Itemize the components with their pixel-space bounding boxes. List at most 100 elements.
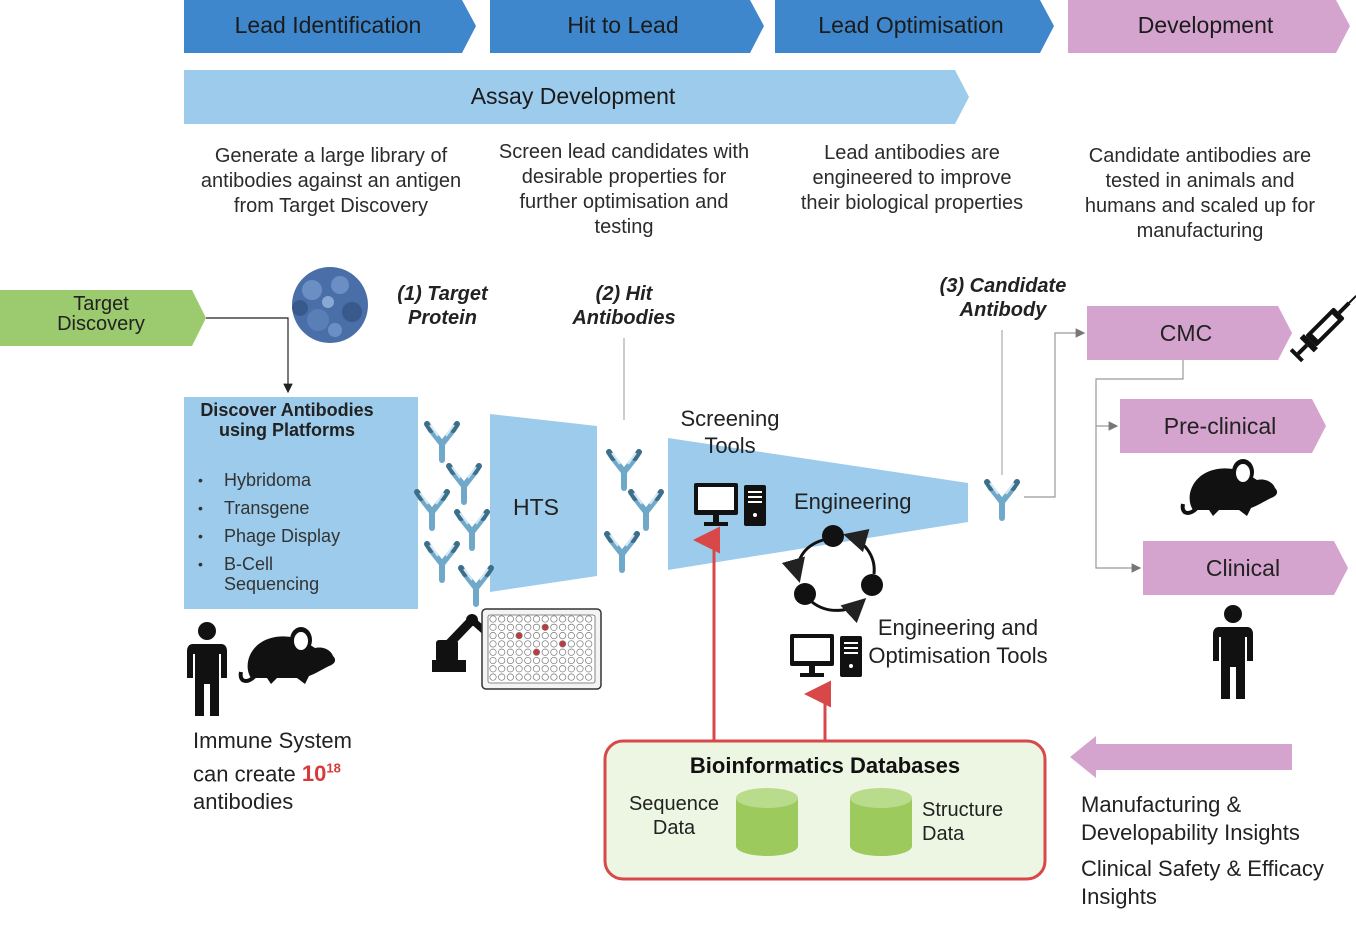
platform-item-b-cell-sequencing: B-Cell Sequencing — [190, 554, 334, 594]
stage-chevrons — [184, 0, 1350, 53]
well — [532, 632, 541, 640]
well — [550, 623, 558, 631]
insights-arrow — [1070, 736, 1292, 778]
bioinformatics-title: Bioinformatics Databases — [689, 753, 961, 778]
syringe-icon — [1289, 295, 1356, 363]
antibody-icon — [449, 466, 479, 502]
well — [541, 640, 549, 648]
cmc-label: CMC — [1159, 320, 1213, 346]
mouse-icon-preclinical — [1180, 457, 1280, 518]
well — [532, 673, 541, 681]
cmc-to-preclinical-connector — [1095, 360, 1184, 431]
target-protein-label: (1) Target Protein — [397, 283, 488, 329]
well — [567, 640, 575, 648]
well — [532, 615, 541, 623]
well — [506, 673, 514, 681]
target-discovery-arrow — [0, 290, 206, 346]
antibody-icon — [427, 544, 457, 580]
well — [550, 665, 558, 673]
well — [524, 640, 532, 648]
well — [550, 656, 558, 665]
immune-count-exponent: 18 — [326, 761, 341, 776]
well — [585, 648, 593, 656]
well — [567, 656, 575, 665]
well — [585, 623, 593, 631]
preclinical-label: Pre-clinical — [1163, 413, 1277, 439]
well — [585, 632, 593, 640]
well — [541, 673, 549, 681]
well-plate-icon — [481, 608, 602, 690]
well — [550, 640, 558, 648]
well — [576, 665, 584, 673]
well — [576, 648, 584, 656]
well — [559, 623, 567, 631]
well — [524, 632, 532, 640]
platform-item-phage-display: Phage Display — [190, 526, 390, 546]
well — [506, 615, 514, 623]
preclinical-box — [1120, 399, 1326, 453]
description-hit-to-lead: Screen lead candidates with desirable pr… — [498, 141, 750, 238]
well — [585, 673, 593, 681]
well — [489, 656, 497, 665]
well — [567, 615, 575, 623]
assay-development-arrow — [184, 70, 969, 124]
well — [506, 632, 514, 640]
person-icon-immune — [187, 622, 227, 716]
well — [576, 615, 584, 623]
antibody-icon — [457, 512, 487, 548]
well — [506, 640, 514, 648]
well — [515, 640, 523, 648]
database-icon-structure — [850, 788, 912, 856]
target-to-discover-connector — [206, 317, 293, 394]
antibody-icon — [607, 534, 637, 570]
well — [532, 648, 541, 656]
well — [550, 673, 558, 681]
well — [541, 632, 549, 640]
well — [567, 665, 575, 673]
well — [515, 615, 523, 623]
well — [576, 632, 584, 640]
well — [489, 632, 497, 640]
engineering-optimisation-tools-label: Engineering and Optimisation Tools — [868, 615, 1048, 668]
well — [498, 632, 506, 640]
antibody-icon — [417, 492, 447, 528]
well — [532, 656, 541, 665]
well — [524, 673, 532, 681]
well — [489, 673, 497, 681]
platform-list: Hybridoma Transgene Phage Display B-Cell… — [190, 470, 390, 602]
well — [576, 656, 584, 665]
well — [506, 656, 514, 665]
description-lead-optimisation: Lead antibodies are engineered to improv… — [800, 142, 1024, 214]
well — [559, 648, 567, 656]
well — [567, 632, 575, 640]
stage-label-development: Development — [1137, 12, 1274, 38]
engineering-label: Engineering — [794, 489, 912, 514]
cycle-icon — [781, 525, 883, 624]
screening-tools-label: Screening Tools — [680, 406, 780, 458]
well — [585, 615, 593, 623]
stage-label-lead-identification: Lead Identification — [234, 12, 422, 38]
well — [532, 640, 541, 648]
well — [489, 665, 497, 673]
well — [498, 640, 506, 648]
well — [550, 632, 558, 640]
well — [524, 656, 532, 665]
hts-funnel — [490, 414, 597, 592]
cmc-box — [1087, 306, 1292, 360]
well — [506, 665, 514, 673]
well — [498, 648, 506, 656]
target-discovery-label: Target Discovery — [57, 293, 145, 335]
antibody-icon — [631, 492, 661, 528]
well — [515, 632, 523, 640]
well — [515, 665, 523, 673]
engineering-funnel — [668, 438, 968, 570]
immune-line-1: Immune System — [193, 728, 352, 753]
stage-label-hit-to-lead: Hit to Lead — [567, 12, 679, 38]
sequence-data-label: Sequence Data — [628, 793, 720, 839]
database-icon-sequence — [736, 788, 798, 856]
antibody-group-hits — [607, 452, 661, 570]
well — [515, 623, 523, 631]
discover-title: Discover Antibodies using Platforms — [200, 400, 374, 440]
